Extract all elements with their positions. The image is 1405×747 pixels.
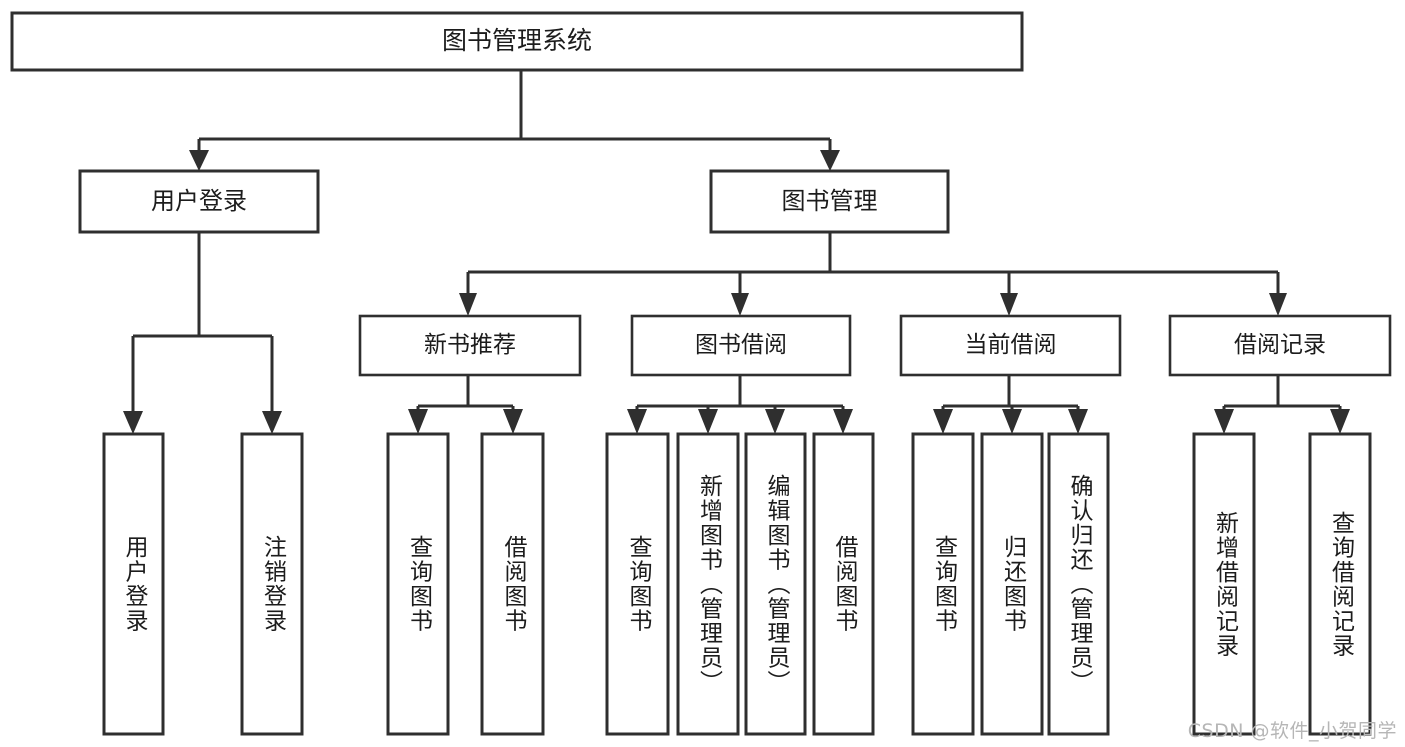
node-box-user-login[interactable] [78, 169, 320, 234]
node-box-leaf-user-login[interactable] [102, 432, 165, 736]
arrow-head-leaf-query-book-borrow [627, 409, 647, 434]
node-box-leaf-query-borrow-record[interactable] [1308, 432, 1372, 736]
node-box-leaf-borrow-book-recommend[interactable] [480, 432, 545, 736]
node-box-borrow-record[interactable] [1168, 314, 1392, 377]
node-box-leaf-user-logout[interactable] [240, 432, 304, 736]
node-box-root[interactable] [10, 11, 1024, 72]
node-box-leaf-query-book-current[interactable] [911, 432, 975, 736]
node-box-leaf-borrow-book[interactable] [812, 432, 875, 736]
node-box-leaf-edit-book-admin[interactable] [744, 432, 807, 736]
arrow-head-leaf-borrow-book [833, 409, 853, 434]
arrow-head-leaf-edit-book-admin [765, 409, 785, 434]
csdn-watermark: CSDN @软件_小贺同学 [1187, 720, 1397, 742]
arrow-head-leaf-query-book-current [933, 409, 953, 434]
node-box-leaf-confirm-return-admin[interactable] [1047, 432, 1110, 736]
node-box-leaf-query-book-recommend[interactable] [386, 432, 450, 736]
arrow-head-leaf-borrow-book-recommend [503, 409, 523, 434]
arrow-head-borrow-record [1269, 293, 1287, 316]
arrow-head-leaf-query-book-recommend [408, 409, 428, 434]
arrow-head-current-borrow [1000, 293, 1018, 316]
node-box-book-management[interactable] [709, 169, 950, 234]
node-box-current-borrow[interactable] [899, 314, 1122, 377]
arrow-head-book-management [820, 150, 840, 171]
node-box-leaf-return-book[interactable] [980, 432, 1044, 736]
node-box-leaf-query-book-borrow[interactable] [605, 432, 670, 736]
arrow-head-leaf-confirm-return-admin [1068, 409, 1088, 434]
node-box-book-borrow[interactable] [630, 314, 852, 377]
arrow-head-new-book-recommend [459, 293, 477, 316]
node-box-leaf-add-book-admin[interactable] [676, 432, 740, 736]
arrow-head-leaf-return-book [1002, 409, 1022, 434]
arrow-head-leaf-add-borrow-record [1214, 409, 1234, 434]
connector-lines-layer [123, 70, 1350, 434]
arrow-head-leaf-add-book-admin [698, 409, 718, 434]
arrow-head-leaf-query-borrow-record [1330, 409, 1350, 434]
arrow-head-user-login [189, 150, 209, 171]
arrow-head-leaf-user-login [123, 411, 143, 434]
node-boxes-layer [10, 11, 1392, 736]
arrow-head-book-borrow [731, 293, 749, 316]
arrow-head-leaf-user-logout [262, 411, 282, 434]
node-box-new-book-recommend[interactable] [358, 314, 582, 377]
node-box-leaf-add-borrow-record[interactable] [1192, 432, 1256, 736]
